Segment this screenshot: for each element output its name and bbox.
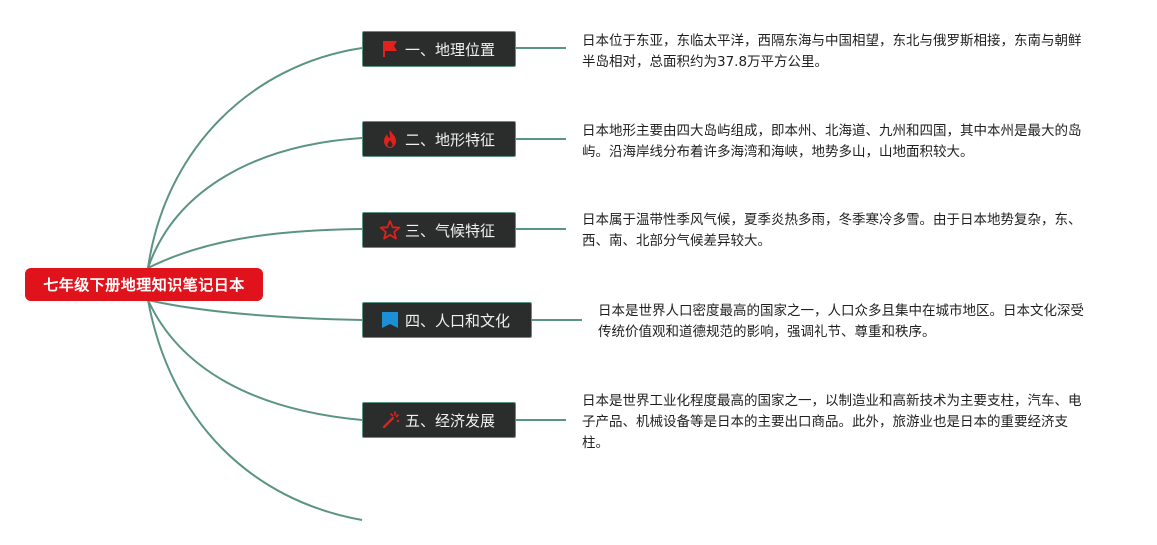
note-climate-features: 日本属于温带性季风气候，夏季炎热多雨，冬季寒冷多雪。由于日本地势复杂，东、西、南… bbox=[582, 212, 1082, 249]
branch-line-1 bbox=[147, 47, 363, 269]
blue-flag-icon bbox=[379, 309, 401, 331]
branch-line-3 bbox=[147, 228, 363, 269]
topic-terrain-features[interactable]: 二、地形特征 bbox=[362, 121, 516, 157]
red-flag-icon bbox=[379, 38, 401, 60]
note-population-culture: 日本是世界人口密度最高的国家之一，人口众多且集中在城市地区。日本文化深受传统价值… bbox=[598, 303, 1084, 340]
topic-economic-development[interactable]: 五、经济发展 bbox=[362, 402, 516, 438]
topic-label: 一、地理位置 bbox=[405, 40, 496, 59]
topic-population-culture[interactable]: 四、人口和文化 bbox=[362, 302, 532, 338]
fire-icon bbox=[379, 128, 401, 150]
note-terrain-features: 日本地形主要由四大岛屿组成，即本州、北海道、九州和四国，其中本州是最大的岛屿。沿… bbox=[582, 123, 1082, 160]
branch-line-6 bbox=[147, 299, 363, 521]
magic-wand-icon bbox=[379, 409, 401, 431]
topic-climate-features[interactable]: 三、气候特征 bbox=[362, 212, 516, 248]
note-geographic-location: 日本位于东亚，东临太平洋，西隔东海与中国相望，东北与俄罗斯相接，东南与朝鲜半岛相… bbox=[582, 33, 1082, 70]
branch-line-5 bbox=[147, 299, 363, 421]
topic-label: 五、经济发展 bbox=[405, 411, 496, 430]
topic-geographic-location[interactable]: 一、地理位置 bbox=[362, 31, 516, 67]
topic-label: 三、气候特征 bbox=[405, 221, 496, 240]
star-outline-icon bbox=[379, 219, 401, 241]
topic-label: 四、人口和文化 bbox=[405, 311, 511, 330]
root-title: 七年级下册地理知识笔记日本 bbox=[43, 276, 245, 294]
branch-line-4 bbox=[147, 299, 363, 321]
branch-line-2 bbox=[147, 137, 363, 269]
topic-label: 二、地形特征 bbox=[405, 130, 496, 149]
note-economic-development: 日本是世界工业化程度最高的国家之一，以制造业和高新技术为主要支柱，汽车、电子产品… bbox=[582, 393, 1082, 451]
root-topic[interactable]: 七年级下册地理知识笔记日本 bbox=[25, 268, 263, 301]
